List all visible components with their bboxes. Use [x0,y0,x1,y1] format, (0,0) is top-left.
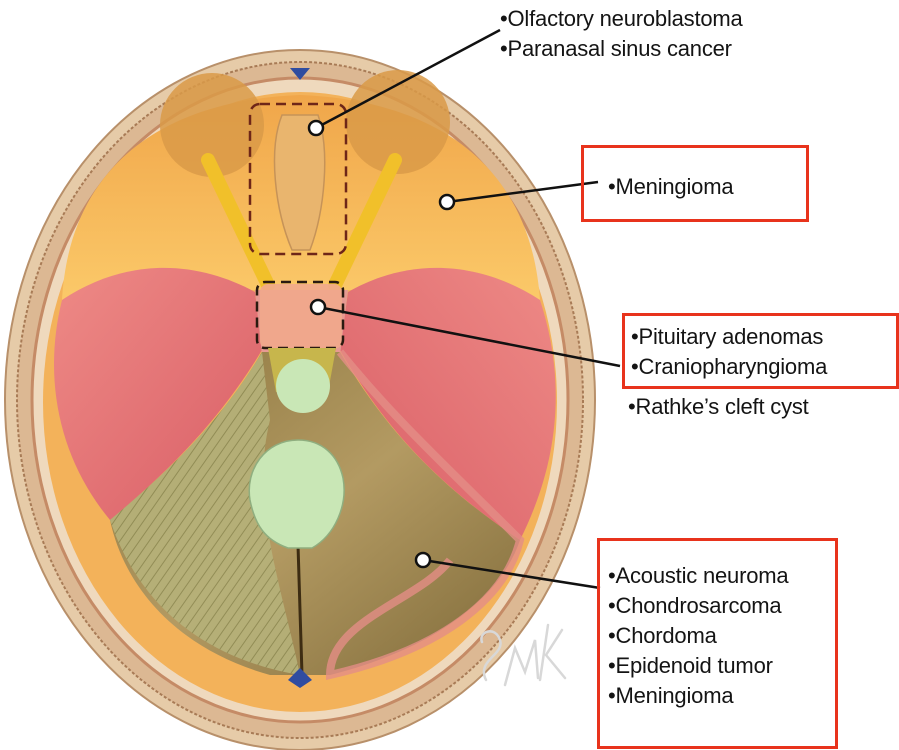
label-posterior-fossa-meningioma: Meningioma [608,681,835,711]
sella-turcica [260,284,342,349]
pointer-sellar [311,300,325,314]
label-pituitary-adenomas: Pituitary adenomas [631,322,896,352]
pointer-posterior-fossa [416,553,430,567]
label-chondrosarcoma: Chondrosarcoma [608,591,835,621]
label-epidenoid-tumor: Epidenoid tumor [608,651,835,681]
label-olfactory-neuroblastoma: Olfactory neuroblastoma [500,4,743,34]
label-sellar-box: Pituitary adenomas Craniopharyngioma [622,313,899,389]
label-sellar-extra: Rathke’s cleft cyst [628,392,809,422]
label-chordoma: Chordoma [608,621,835,651]
foramen-magnum [249,440,344,548]
label-rathkes-cleft-cyst: Rathke’s cleft cyst [628,392,809,422]
clival-foramen [276,359,330,413]
label-paranasal-sinus-cancer: Paranasal sinus cancer [500,34,743,64]
label-anterior-fossa-box: Meningioma [581,145,809,222]
pointer-olfactory [309,121,323,135]
label-posterior-fossa-box: Acoustic neuroma Chondrosarcoma Chordoma… [597,538,838,749]
label-olfactory-region: Olfactory neuroblastoma Paranasal sinus … [500,4,743,64]
pointer-anterior-fossa [440,195,454,209]
label-anterior-fossa-meningioma: Meningioma [608,172,806,202]
label-craniopharyngioma: Craniopharyngioma [631,352,896,382]
label-acoustic-neuroma: Acoustic neuroma [608,561,835,591]
